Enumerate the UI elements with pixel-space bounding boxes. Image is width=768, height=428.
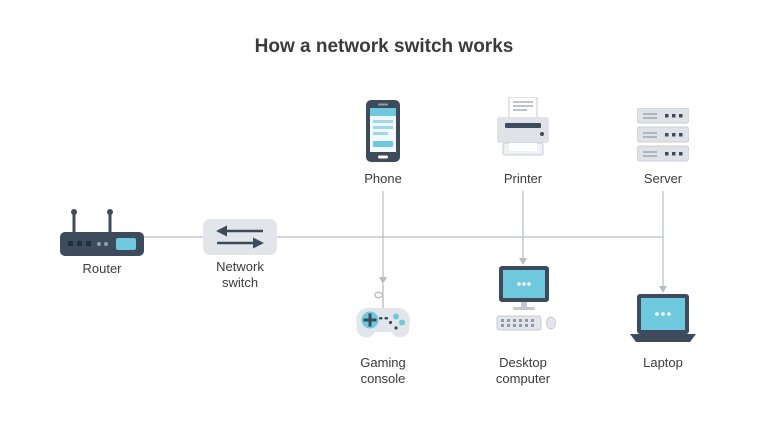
desktop-computer-label: Desktop computer — [495, 355, 551, 386]
controller-cable — [374, 284, 384, 308]
gaming-console-icon — [350, 284, 416, 353]
arrow-down-desktop-icon — [519, 258, 527, 265]
server-label: Server — [643, 171, 683, 186]
printer-icon — [495, 96, 551, 168]
server-icon — [636, 107, 690, 169]
printer-label: Printer — [503, 171, 543, 186]
gaming-console-label: Gaming console — [360, 355, 406, 386]
arrow-down-gaming-icon — [379, 277, 387, 284]
laptop-label: Laptop — [643, 355, 683, 370]
router-icon — [58, 204, 146, 265]
phone-label: Phone — [364, 171, 402, 186]
diagram-title: How a network switch works — [254, 36, 514, 57]
router-label: Router — [82, 261, 122, 276]
network-switch-label: Network switch — [216, 259, 264, 290]
laptop-icon — [628, 294, 698, 351]
desktop-computer-icon — [489, 266, 559, 357]
arrow-down-laptop-icon — [659, 286, 667, 293]
phone-icon — [366, 100, 400, 169]
network-switch-icon — [203, 219, 277, 260]
